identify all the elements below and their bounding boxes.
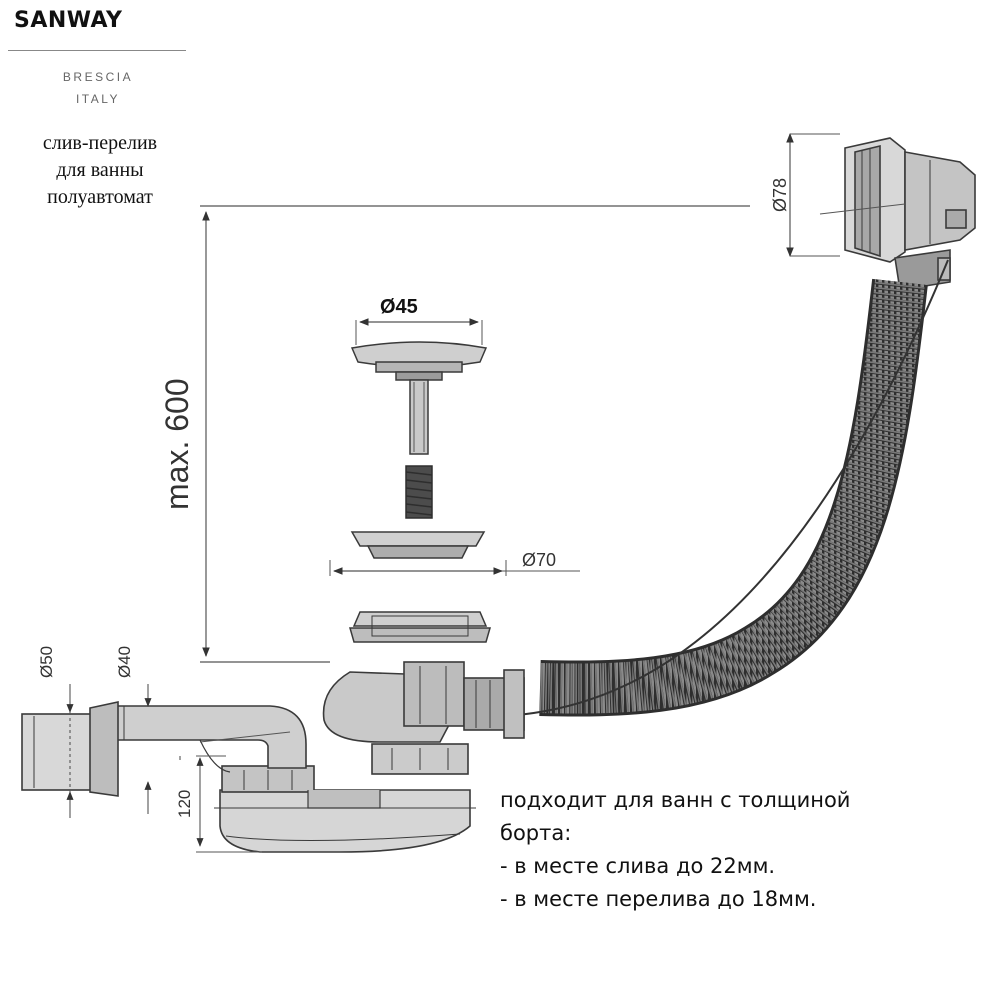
brand-country: ITALY: [75, 92, 121, 106]
siphon-trap: [214, 765, 476, 853]
plug-stem: [409, 379, 429, 455]
brand-name: SANWAY: [14, 8, 123, 33]
product-title-line-3: полуавтомат: [47, 186, 153, 208]
compatibility-notes: подходит для ванн с толщиной борта: - в …: [500, 784, 850, 916]
height-dimension: [200, 205, 750, 663]
outlet-inner-diameter-label: Ø40: [115, 646, 134, 678]
outlet-dimensions: [66, 684, 291, 853]
hose-corrugation: [539, 279, 925, 714]
overflow-diameter-label: Ø78: [770, 178, 790, 212]
siphon-bowl: [219, 789, 471, 853]
drain-plug: [350, 318, 488, 455]
gasket-stack: [349, 611, 491, 643]
threaded-insert: [405, 465, 433, 519]
trap-height-label: 120: [175, 790, 194, 818]
product-title-line-1: слив-перелив: [42, 132, 158, 154]
max-height-label: max. 600: [159, 378, 195, 510]
notes-line-3: - в месте слива до 22мм.: [500, 854, 776, 878]
product-title-line-2: для ванны: [56, 159, 144, 181]
overflow-head: [786, 133, 976, 291]
overflow-nut: [945, 209, 967, 229]
brand-city: BRESCIA: [62, 70, 134, 84]
outlet-outer-diameter-label: Ø50: [37, 646, 56, 678]
plug-diameter-label: Ø45: [380, 296, 418, 318]
outlet-elbow: [21, 701, 307, 797]
overflow-cap-ribs: [854, 144, 881, 258]
notes-line-1: подходит для ванн с толщиной: [500, 788, 851, 812]
brand-location: BRESCIA ITALY: [58, 66, 138, 110]
product-title: слив-перелив для ванны полуавтомат: [12, 130, 188, 211]
drain-body: [322, 661, 525, 775]
brand-divider: [8, 50, 186, 51]
notes-line-4: - в месте перелива до 18мм.: [500, 887, 817, 911]
overflow-body: [904, 151, 976, 251]
overflow-neck: [894, 249, 951, 291]
drain-flange: [329, 531, 580, 576]
flange-diameter-label: Ø70: [522, 550, 556, 570]
notes-line-2: борта:: [500, 821, 572, 845]
outlet-pipe: [111, 705, 307, 769]
